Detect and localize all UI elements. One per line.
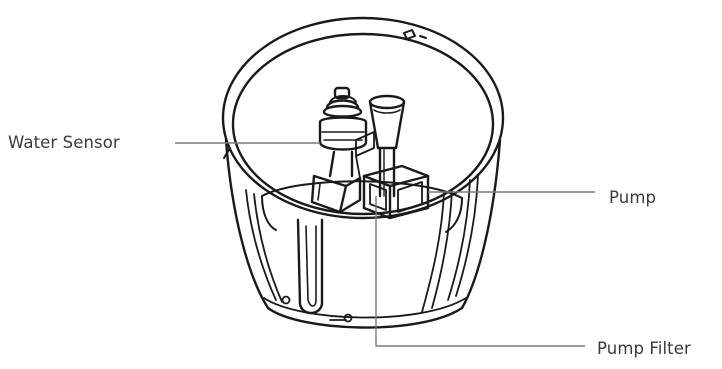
pump-block xyxy=(356,132,428,218)
water-sensor-label: Water Sensor xyxy=(8,133,120,152)
pump-filter-label: Pump Filter xyxy=(597,339,691,358)
pump-filter-leader xyxy=(376,196,585,346)
callout-leaders xyxy=(175,143,595,346)
pump-label: Pump xyxy=(609,188,656,207)
basin-floor xyxy=(262,181,462,232)
basin-body xyxy=(226,140,500,328)
water-sensor-assembly xyxy=(298,88,366,313)
